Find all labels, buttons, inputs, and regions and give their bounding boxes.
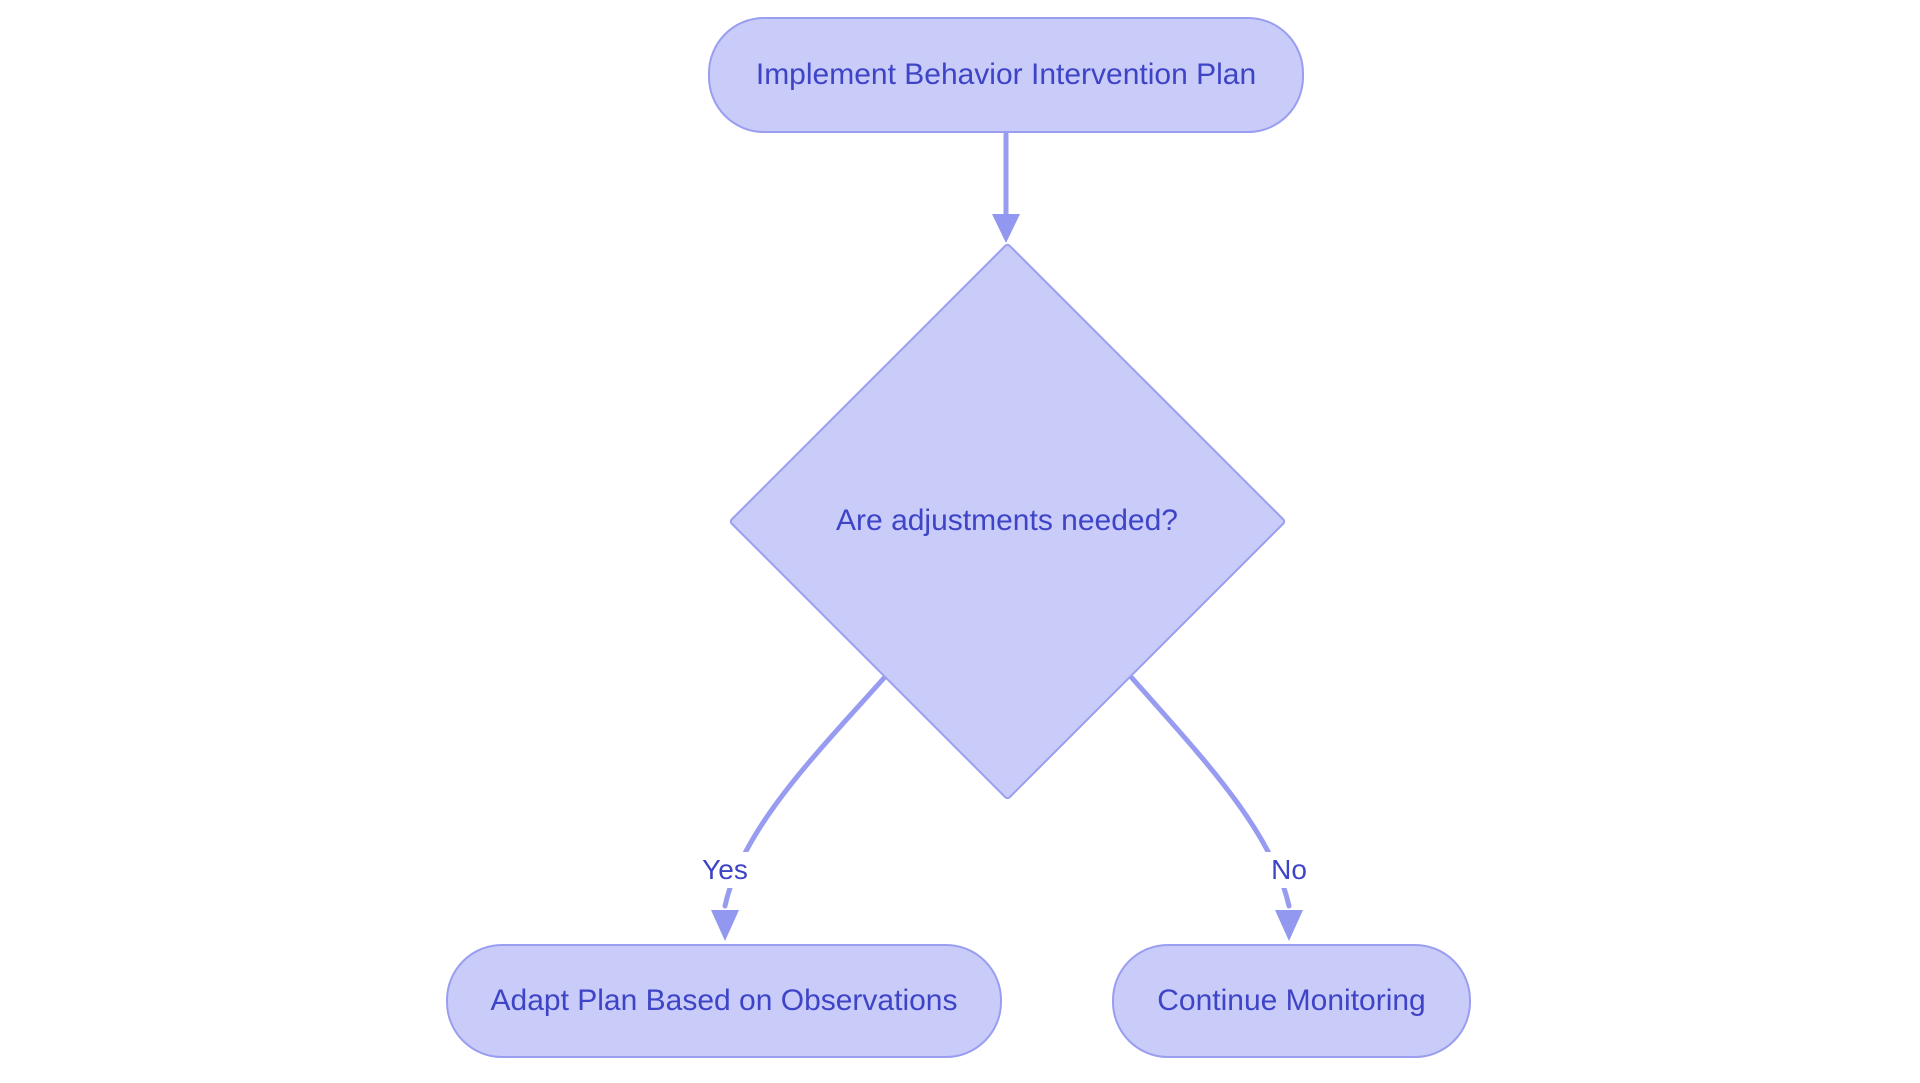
arrowhead-decision-to-continue [1275,910,1303,941]
node-continue: Continue Monitoring [1112,944,1471,1058]
node-adapt: Adapt Plan Based on Observations [446,944,1002,1058]
node-continue-label: Continue Monitoring [1157,984,1426,1017]
arrowhead-start-to-decision [992,214,1020,243]
node-start: Implement Behavior Intervention Plan [708,17,1304,133]
node-decision-label: Are adjustments needed? [757,491,1257,551]
edge-label-no: No [1263,852,1315,888]
node-decision-label-text: Are adjustments needed? [836,504,1178,537]
node-adapt-label: Adapt Plan Based on Observations [490,984,958,1017]
edge-label-yes: Yes [694,852,756,888]
arrowhead-decision-to-adapt [711,910,739,941]
node-start-label: Implement Behavior Intervention Plan [755,58,1257,91]
